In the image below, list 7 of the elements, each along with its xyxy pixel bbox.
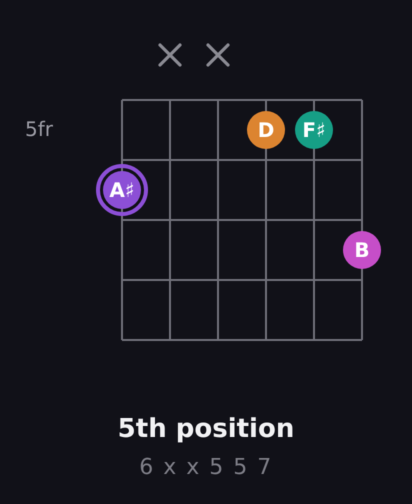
fingering-caption: 6 x x 5 5 7	[139, 455, 273, 480]
note-marker: F♯	[295, 111, 333, 149]
note-marker: B	[343, 231, 381, 269]
note-marker: D	[247, 111, 285, 149]
fret-number-label: 5fr	[25, 117, 53, 141]
chart-title: 5th position	[118, 414, 294, 444]
root-note-marker: A♯	[96, 164, 148, 216]
